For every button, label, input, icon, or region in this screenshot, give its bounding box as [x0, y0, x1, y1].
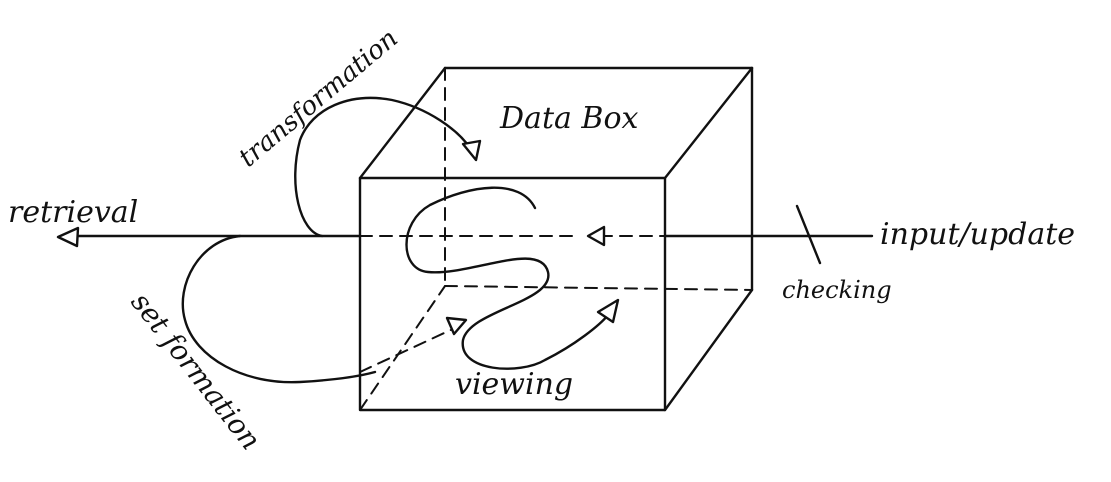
cube-hidden-bottom-left-edge — [359, 285, 446, 411]
cube-hidden-back-bottom-edge — [444, 285, 753, 291]
viewing-label: viewing — [455, 367, 573, 402]
set-formation-label: set formation — [124, 286, 267, 456]
cube-top-right-edge — [663, 66, 754, 180]
viewing-curve — [405, 186, 620, 370]
data-box-label: Data Box — [499, 101, 639, 136]
checking-label: checking — [782, 276, 892, 304]
viewing-s-curve — [405, 186, 610, 370]
input-update-label: input/update — [880, 217, 1075, 252]
set-formation-dashed-arrow — [359, 327, 456, 373]
cube-front-face — [358, 176, 667, 412]
data-box-cube — [358, 66, 754, 412]
viewing-arrowhead — [596, 298, 620, 324]
retrieval-arrowhead — [56, 226, 80, 248]
set-formation-arrowhead — [445, 316, 468, 336]
main-axis — [56, 204, 874, 265]
checking-tick — [795, 204, 822, 265]
cube-bottom-right-edge — [663, 288, 754, 412]
transformation-arrowhead — [461, 139, 482, 162]
input-arrowhead — [586, 225, 606, 247]
retrieval-label: retrieval — [8, 195, 138, 230]
cube-top-left-edge — [358, 66, 447, 180]
transformation-loop — [294, 96, 482, 238]
set-formation-loop — [181, 234, 468, 384]
set-formation-curve — [181, 234, 377, 384]
transformation-curve — [294, 96, 472, 238]
